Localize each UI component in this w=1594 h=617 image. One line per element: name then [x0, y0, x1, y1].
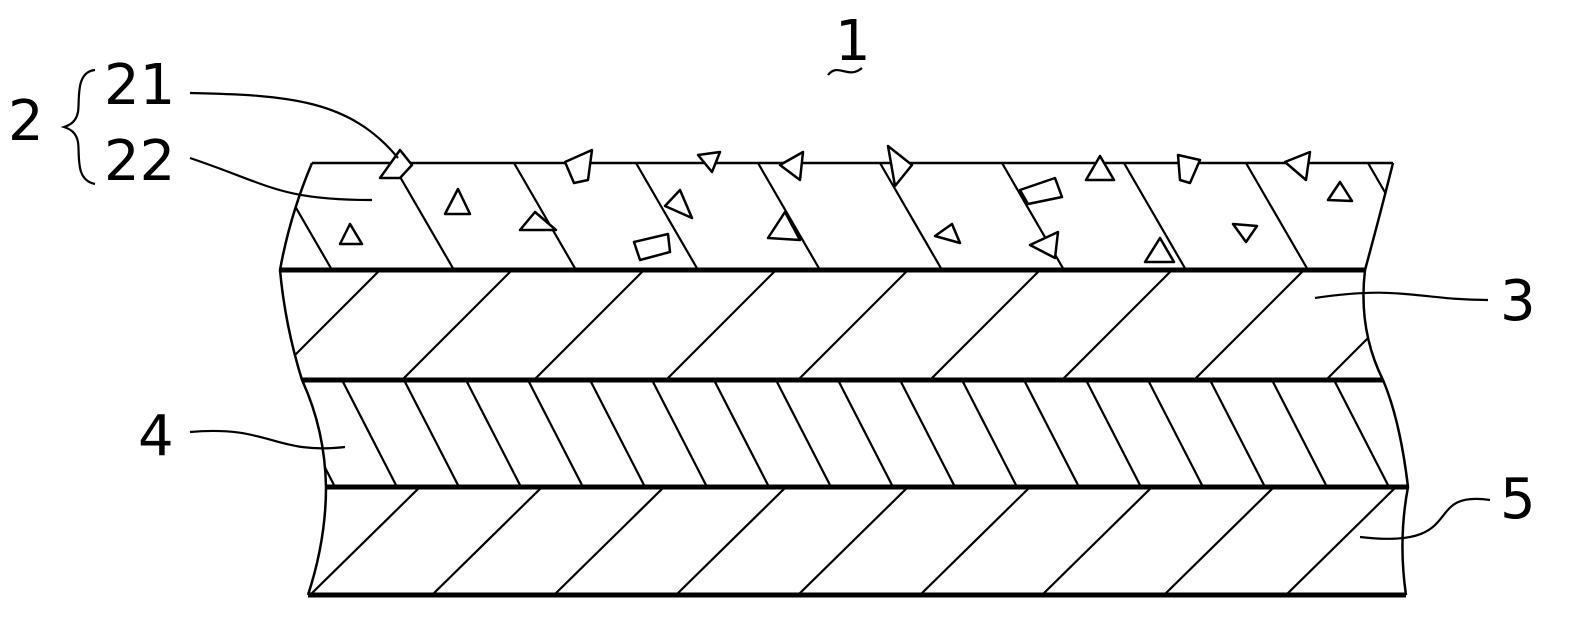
hatch-line: [900, 380, 955, 487]
particle: [520, 212, 556, 230]
particle: [340, 224, 362, 244]
hatch-line: [776, 380, 831, 487]
leader-22: [190, 158, 372, 200]
hatch-line: [962, 380, 1017, 487]
group-brace: [64, 70, 95, 184]
hatch-line: [798, 487, 908, 595]
hatch-line: [1042, 487, 1152, 595]
ref-label-21: 21: [104, 53, 175, 118]
particle: [1285, 152, 1310, 180]
hatch-line: [270, 270, 380, 380]
hatch-line: [1194, 270, 1304, 380]
particle: [1328, 182, 1352, 201]
hatch-line: [1164, 487, 1274, 595]
hatch-line: [590, 380, 645, 487]
hatch-line: [880, 163, 942, 270]
ref-label-3: 3: [1500, 269, 1536, 334]
particle: [780, 152, 803, 180]
hatch-line: [1086, 380, 1141, 487]
hatch-line: [1024, 380, 1079, 487]
leader-5: [1360, 499, 1490, 539]
hatch-line: [652, 380, 707, 487]
hatch-line: [1272, 380, 1327, 487]
hatch-line: [1334, 380, 1389, 487]
particle: [665, 190, 692, 218]
particle: [634, 234, 670, 260]
hatch-line: [666, 270, 776, 380]
ref-label-22: 22: [104, 129, 175, 194]
hatch-line: [1286, 487, 1396, 595]
particle: [888, 146, 912, 186]
hatch-line: [392, 163, 454, 270]
layer-4-hatching: [280, 380, 1451, 487]
hatch-line: [1210, 380, 1265, 487]
hatch-line: [1246, 163, 1308, 270]
hatch-line: [432, 487, 542, 595]
particle: [935, 224, 960, 243]
ref-label-5: 5: [1500, 467, 1536, 532]
group-label: 2: [8, 89, 44, 154]
hatch-line: [404, 380, 459, 487]
hatch-line: [466, 380, 521, 487]
hatch-line: [270, 163, 332, 270]
particle: [1086, 156, 1114, 180]
particle: [565, 150, 592, 183]
hatch-line: [676, 487, 786, 595]
layer-3-hatching: [270, 270, 1436, 380]
particle: [1233, 224, 1257, 242]
hatch-line: [1396, 380, 1451, 487]
hatch-line: [1148, 380, 1203, 487]
hatch-line: [920, 487, 1030, 595]
hatch-line: [402, 270, 512, 380]
hatch-line: [1326, 270, 1436, 380]
hatch-line: [714, 380, 769, 487]
leader-3: [1315, 293, 1488, 300]
layer-22-hatching: [270, 163, 1430, 270]
hatch-line: [1368, 163, 1430, 270]
hatch-line: [838, 380, 893, 487]
hatch-line: [758, 163, 820, 270]
hatch-line: [798, 270, 908, 380]
particle: [445, 189, 470, 214]
hatch-line: [342, 380, 397, 487]
leader-21: [190, 93, 398, 158]
hatch-line: [528, 380, 583, 487]
hatch-line: [554, 487, 664, 595]
hatch-line: [1062, 270, 1172, 380]
hatch-line: [514, 163, 576, 270]
particle: [1020, 178, 1062, 204]
layer-5-hatching: [310, 487, 1518, 595]
assembly-label: 1: [835, 9, 871, 74]
particle: [1178, 155, 1200, 183]
hatch-line: [930, 270, 1040, 380]
hatch-line: [534, 270, 644, 380]
ref-label-4: 4: [138, 404, 174, 469]
